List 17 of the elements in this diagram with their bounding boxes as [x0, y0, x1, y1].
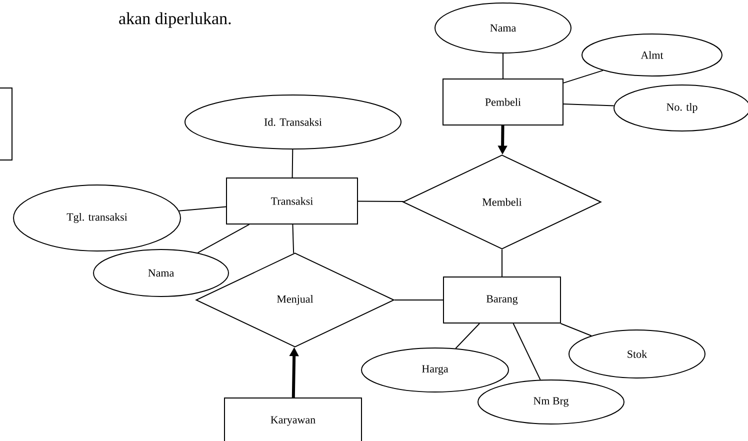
connector-line	[512, 323, 541, 380]
connector-line	[563, 70, 604, 84]
connector-line	[292, 224, 294, 254]
connector-line	[292, 149, 294, 178]
entity-box: Karyawan	[224, 398, 362, 441]
connector-line	[502, 53, 504, 79]
empty-box	[0, 88, 12, 160]
connector-line	[197, 224, 250, 254]
connector-line	[455, 323, 480, 349]
connector-line	[178, 206, 226, 212]
connector-line	[563, 104, 614, 106]
body-text: akan diperlukan.	[119, 12, 231, 28]
connector-line	[358, 200, 404, 202]
entity-box: Barang	[443, 276, 561, 324]
entity-box: Pembeli	[442, 78, 564, 126]
connector-line	[560, 323, 592, 336]
entity-box: Transaksi	[226, 178, 358, 224]
